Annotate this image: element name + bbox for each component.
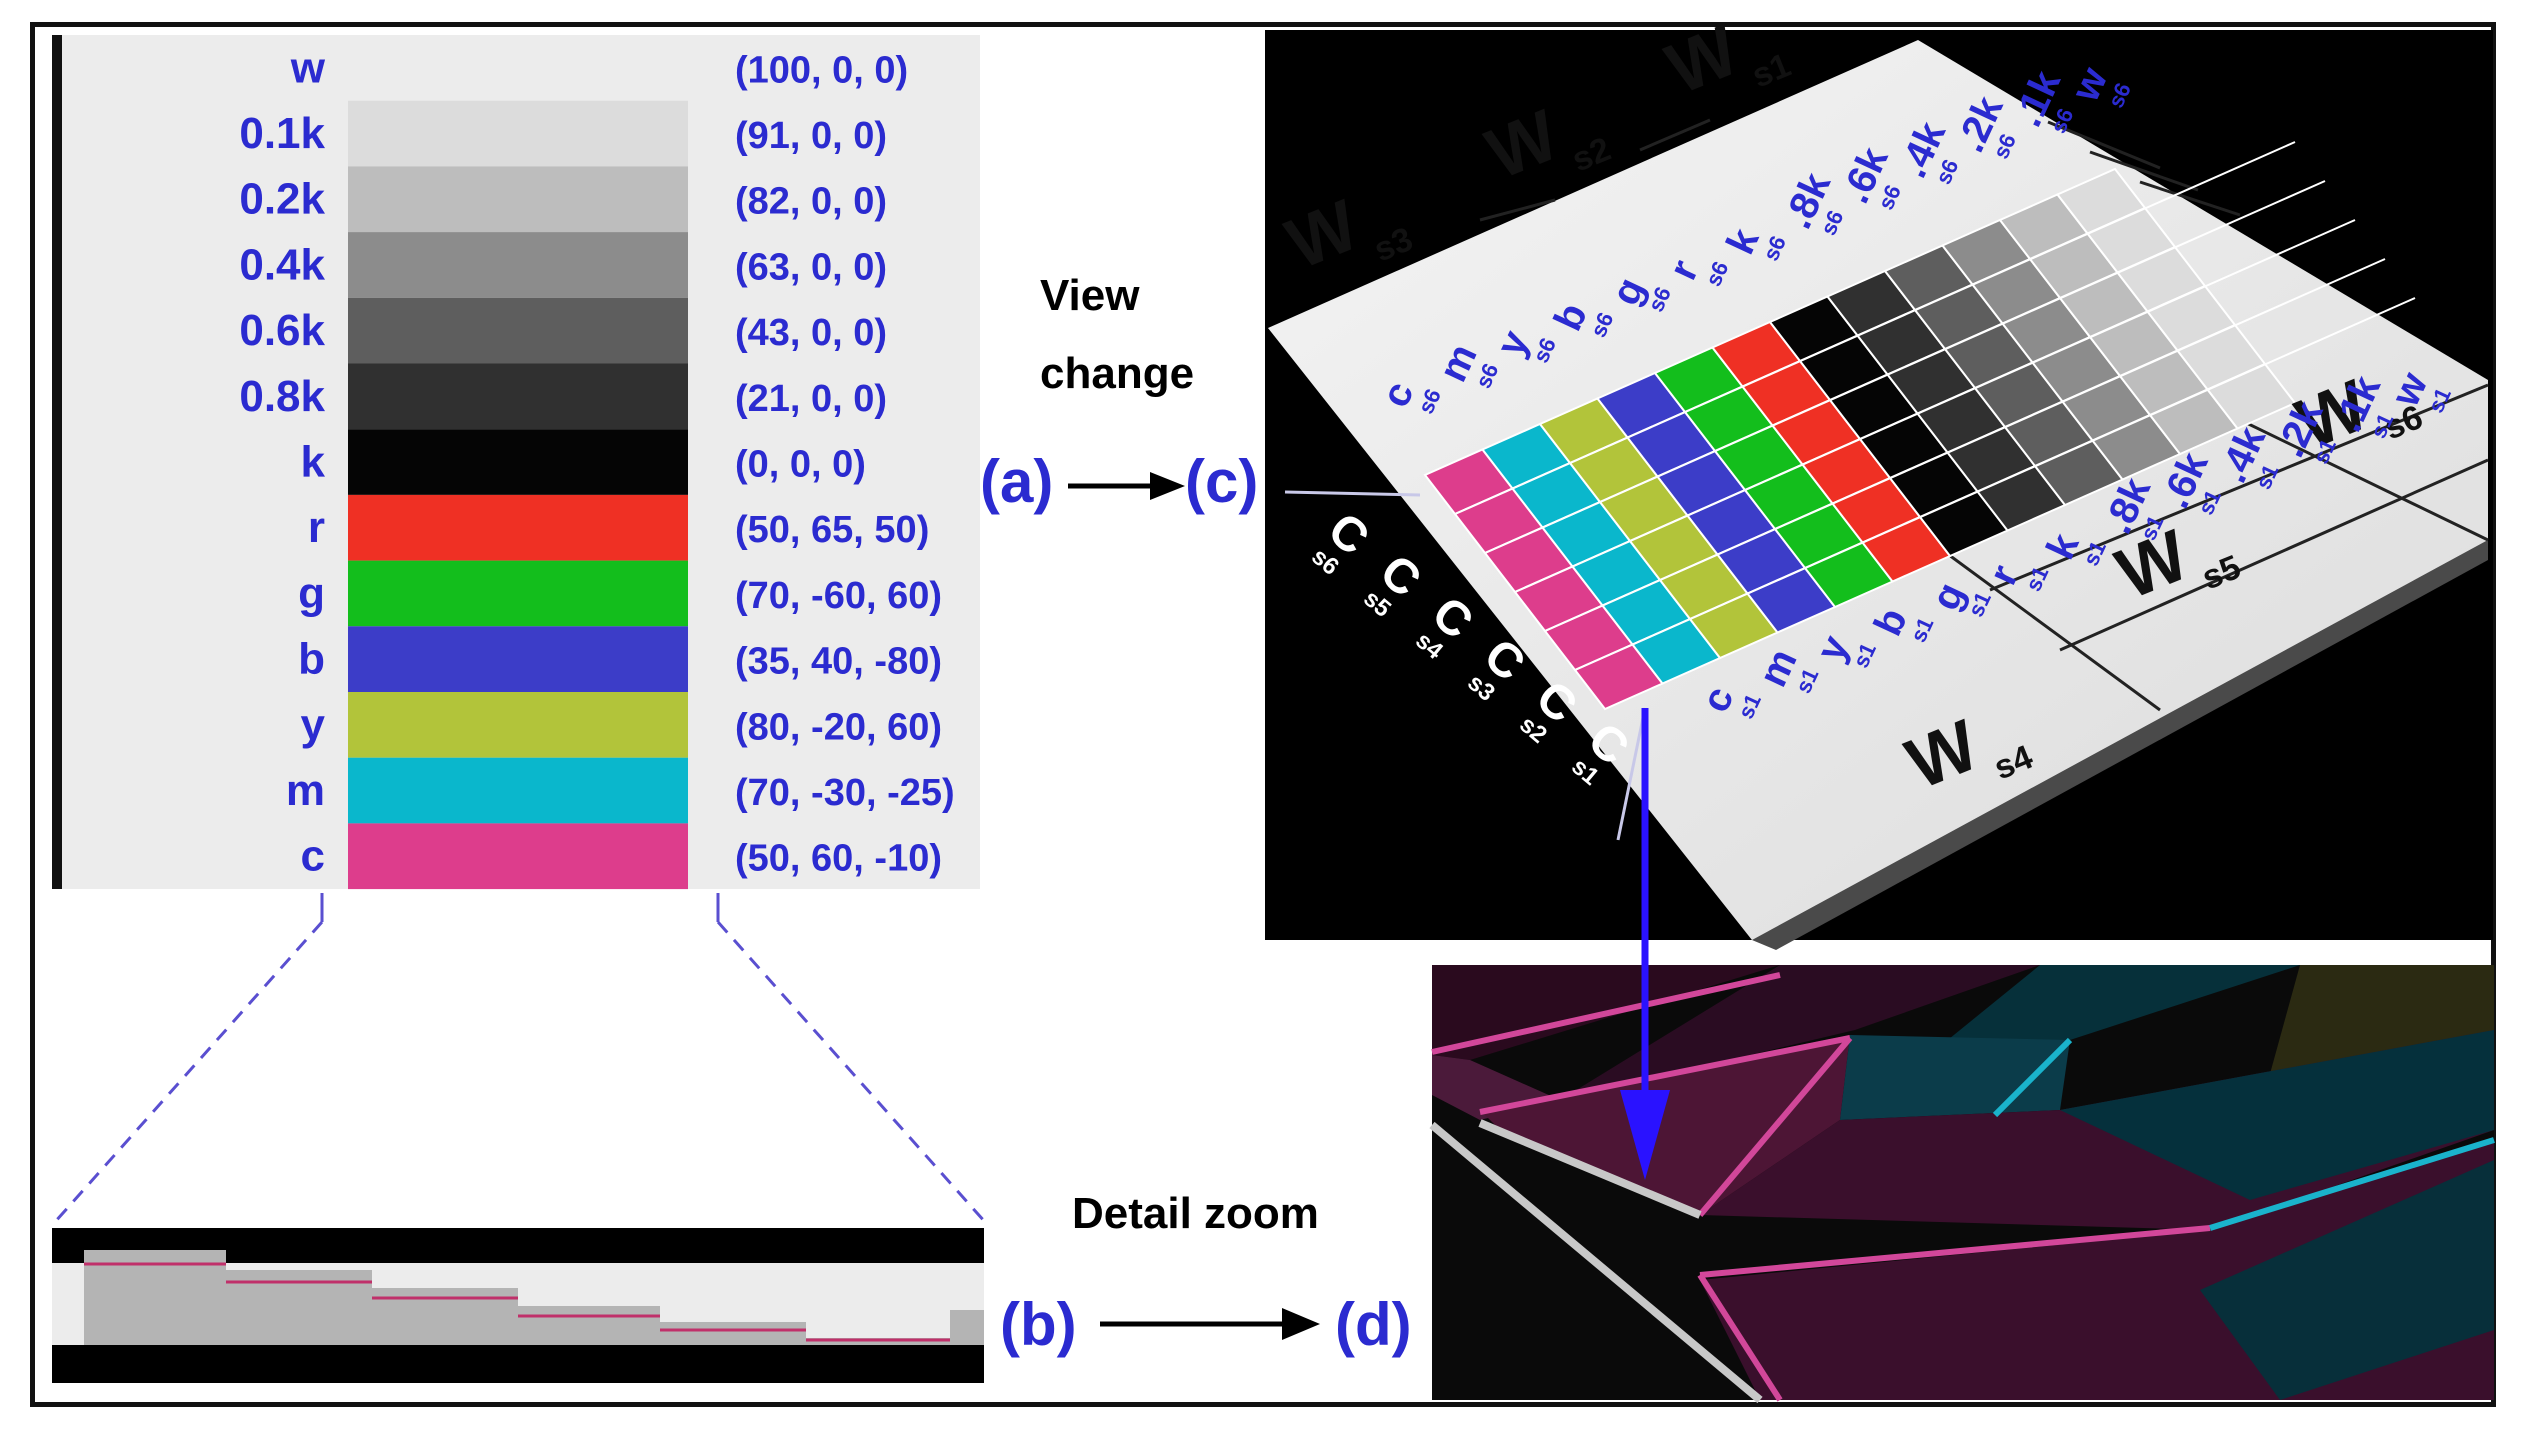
row-line [1544, 258, 2386, 632]
view-caption-line2: change [1040, 349, 1194, 398]
swatch-lab-value: (82, 0, 0) [735, 181, 887, 223]
swatch-row-g: g (70, -60, 60) [298, 560, 942, 627]
label-b: (b) [1000, 1291, 1077, 1358]
label-c: (c) [1185, 448, 1258, 515]
swatch-b [348, 626, 688, 692]
swatch-lab-value: (0, 0, 0) [735, 444, 866, 486]
swatch-g [348, 560, 688, 627]
swatch-0.4k [348, 232, 688, 298]
row-line [1574, 297, 2416, 671]
arrow-a-to-c: View change (a) (c) [980, 271, 1258, 515]
swatch-row-r: r (50, 65, 50) [308, 494, 929, 561]
swatch-name: r [308, 503, 325, 552]
swatch-name: 0.1k [239, 109, 325, 158]
swatch-0.2k [348, 166, 688, 233]
zoom-guide-lines [53, 893, 987, 1223]
swatch-row-0.4k: 0.4k (63, 0, 0) [239, 232, 887, 298]
swatch-row-0.1k: 0.1k (91, 0, 0) [239, 100, 887, 167]
row-line [1484, 180, 2326, 554]
swatch-row-m: m (70, -30, -25) [286, 757, 955, 824]
swatch-row-y: y (80, -20, 60) [301, 692, 942, 758]
swatch-name: 0.8k [239, 372, 325, 421]
swatch-lab-value: (35, 40, -80) [735, 641, 942, 683]
color-grid-3d [1423, 141, 2416, 711]
zoom-arrow-c-to-d [1620, 708, 1670, 1180]
swatch-lab-value: (80, -20, 60) [735, 706, 942, 748]
swatch-0.6k [348, 297, 688, 364]
swatch-lab-value: (91, 0, 0) [735, 115, 887, 157]
swatch-name: b [298, 635, 325, 684]
swatch-name: w [290, 43, 326, 92]
row-line [1514, 219, 2356, 593]
swatch-row-c: c (50, 60, -10) [301, 823, 942, 890]
label-a: (a) [980, 448, 1053, 515]
swatch-r [348, 494, 688, 561]
panel-a: w (100, 0, 0) 0.1k (91, 0, 0) 0.2k (82, 0, 0)… [52, 35, 980, 890]
swatch-lab-value: (70, -60, 60) [735, 575, 942, 617]
swatch-row-w: w (100, 0, 0) [290, 43, 908, 92]
swatch-lab-value: (50, 60, -10) [735, 838, 942, 880]
swatch-lab-value: (21, 0, 0) [735, 378, 887, 420]
swatch-name: k [301, 438, 326, 487]
swatch-name: 0.2k [239, 175, 325, 224]
swatch-lab-value: (70, -30, -25) [735, 772, 955, 814]
swatch-list: w (100, 0, 0) 0.1k (91, 0, 0) 0.2k (82, 0, 0)… [239, 43, 955, 890]
swatch-lab-value: (50, 65, 50) [735, 509, 929, 551]
swatch-name: 0.4k [239, 240, 325, 289]
view-caption-line1: View [1040, 271, 1140, 320]
swatch-name: 0.6k [239, 306, 325, 355]
row-line [1454, 141, 2296, 515]
panel-c-3d-view: W s3 W s2 W s1 W s6 W s5 W s4 cs6ms6ys6b… [1265, 10, 2493, 950]
swatch-name: m [286, 766, 325, 815]
swatch-row-k: k (0, 0, 0) [301, 429, 866, 495]
arrow-b-to-d: Detail zoom (b) (d) [1000, 1189, 1412, 1358]
swatch-m [348, 757, 688, 824]
swatch-row-b: b (35, 40, -80) [298, 626, 942, 692]
swatch-0.8k [348, 363, 688, 430]
swatch-0.1k [348, 100, 688, 167]
detail-zoom-caption: Detail zoom [1072, 1189, 1319, 1238]
panel-b-cross-section [52, 1228, 984, 1383]
swatch-row-0.2k: 0.2k (82, 0, 0) [239, 166, 887, 233]
swatch-lab-value: (100, 0, 0) [735, 49, 908, 91]
panel-d-zoom-view [1429, 965, 2495, 1404]
swatch-name: c [301, 832, 325, 881]
swatch-c [348, 823, 688, 890]
swatch-row-0.8k: 0.8k (21, 0, 0) [239, 363, 887, 430]
swatch-k [348, 429, 688, 495]
swatch-name: g [298, 569, 325, 618]
swatch-lab-value: (43, 0, 0) [735, 312, 887, 354]
swatch-name: y [301, 700, 326, 749]
swatch-y [348, 692, 688, 758]
swatch-row-0.6k: 0.6k (43, 0, 0) [239, 297, 887, 364]
panel-a-left-border [52, 35, 62, 889]
label-d: (d) [1335, 1291, 1412, 1358]
swatch-lab-value: (63, 0, 0) [735, 246, 887, 288]
